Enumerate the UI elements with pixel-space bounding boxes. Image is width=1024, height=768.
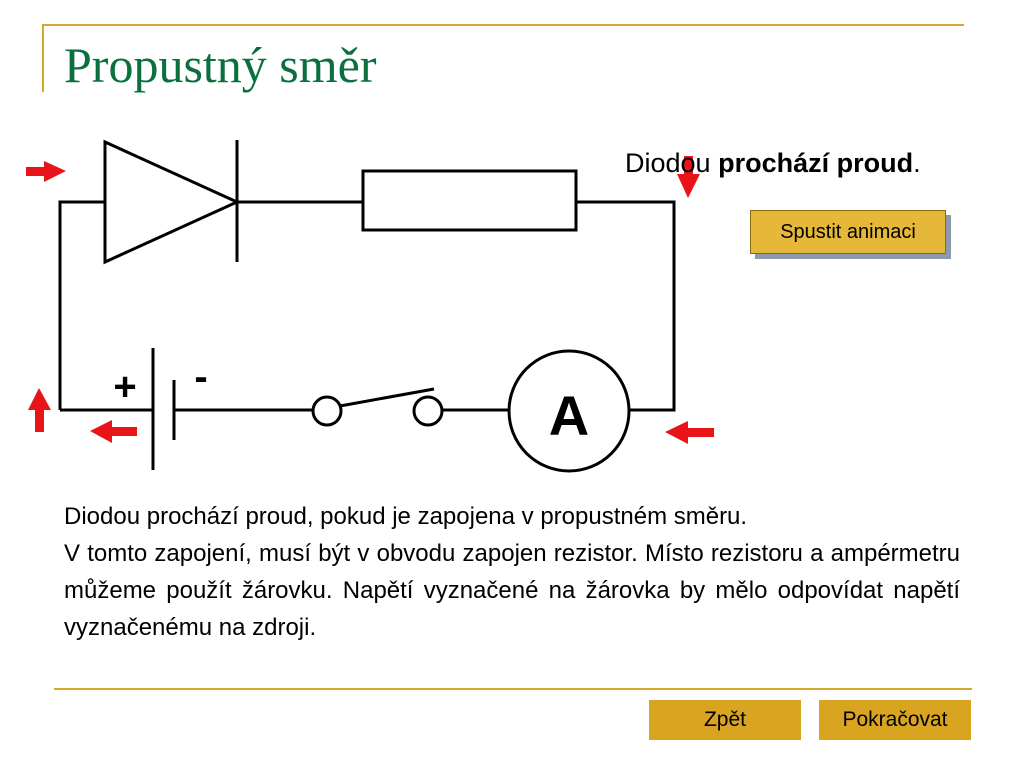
description-text: Diodou prochází proud, pokud je zapojena… xyxy=(64,498,960,646)
current-arrow-down-icon xyxy=(677,156,700,198)
status-prefix: Diodou xyxy=(625,148,719,178)
continue-button[interactable]: Pokračovat xyxy=(819,700,971,740)
current-arrow-left-icon xyxy=(665,421,714,444)
page-title: Propustný směr xyxy=(64,37,377,93)
ammeter-label: A xyxy=(549,384,589,447)
switch-contact-left xyxy=(311,395,343,427)
status-bold: prochází proud xyxy=(718,148,914,178)
back-button[interactable]: Zpět xyxy=(649,700,801,740)
battery-plus-label: + xyxy=(113,365,136,409)
current-arrow-right-icon xyxy=(26,161,66,182)
frame-left-line xyxy=(42,24,44,92)
wire-top-left xyxy=(58,200,105,410)
diode-triangle xyxy=(103,139,241,265)
current-arrow-up-icon xyxy=(28,388,51,432)
frame-top-line xyxy=(42,24,964,26)
switch-contact-right xyxy=(412,395,444,427)
wire-top-right xyxy=(576,200,676,412)
resistor xyxy=(361,169,578,232)
footer-divider xyxy=(54,688,972,690)
status-suffix: . xyxy=(913,148,921,178)
start-animation-button[interactable]: Spustit animaci xyxy=(750,210,946,254)
switch-lever xyxy=(339,387,435,408)
ammeter xyxy=(507,349,631,473)
current-arrow-left-bottom-icon xyxy=(90,420,137,443)
description-line-1: Diodou prochází proud, pokud je zapojena… xyxy=(64,503,748,530)
battery-minus-label: - xyxy=(194,355,207,399)
current-status-text: Diodou prochází proud. xyxy=(625,148,921,179)
description-rest: V tomto zapojení, musí být v obvodu zapo… xyxy=(64,540,960,641)
